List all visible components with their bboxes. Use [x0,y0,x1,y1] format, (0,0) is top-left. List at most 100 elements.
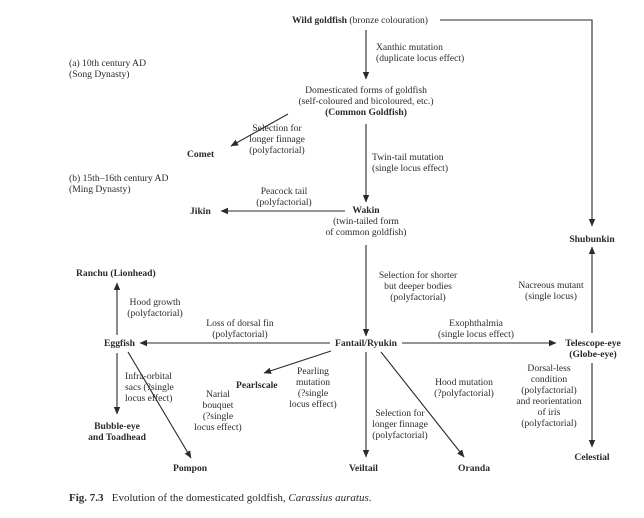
edge-label-comet-finnage-line2: longer finnage [249,134,305,145]
edge-label-dorsal-less-line1: Dorsal-less [527,363,571,374]
edge-label-dorsal-less-line3: (polyfactorial) [521,385,577,396]
edge-label-dorsal-less-line2: condition [530,374,568,385]
edge-label-pearling-line3: (?single [297,388,329,399]
edge-label-shorter-bodies-line3: (polyfactorial) [390,292,446,303]
node-wild-goldfish-name: Wild goldfish [292,15,348,26]
edge-label-narial-bouquet: Narial bouquet (?single locus effect) [183,389,253,433]
edge-label-comet-finnage: Selection for longer finnage (polyfactor… [232,123,322,156]
edge-label-exophthalmia-line1: Exophthalmia [449,318,503,329]
edge-wild-to-shubunkin [440,19,596,227]
edge-label-veiltail-finnage-line3: (polyfactorial) [372,430,428,441]
node-domesticated-line2: (self-coloured and bicoloured, etc.) [298,96,434,107]
edge-label-dorsal-fin-line1: Loss of dorsal fin [206,318,274,329]
edge-label-hood-growth-line1: Hood growth [129,297,181,308]
edge-label-hood-mutation-line2: (?polyfactorial) [434,388,494,399]
node-fantail-ryukin: Fantail/Ryukin [334,338,398,349]
edge-label-infra-orbital-line2: sacs (?single [125,382,174,393]
node-common-goldfish: (Common Goldfish) [325,107,407,118]
edge-label-narial-bouquet-line4: locus effect) [194,422,242,433]
node-bubble-eye: Bubble-eye and Toadhead [77,421,157,443]
edge-fantail-to-oranda [380,351,465,458]
node-bubble-eye-line2: and Toadhead [88,432,146,443]
edge-label-veiltail-finnage: Selection for longer finnage (polyfactor… [360,408,440,441]
node-telescope-eye-line1: Telescope-eye [565,338,621,349]
edge-label-infra-orbital-line1: Infra-orbital [125,371,172,382]
period-song-dynasty: (a) 10th century AD (Song Dynasty) [69,58,146,80]
node-wakin-note2: of common goldfish) [325,227,407,238]
edge-label-dorsal-fin-line2: (polyfactorial) [212,329,268,340]
edge-label-hood-mutation: Hood mutation (?polyfactorial) [424,377,504,399]
edge-label-hood-growth: Hood growth (polyfactorial) [120,297,190,319]
edge-label-dorsal-fin: Loss of dorsal fin (polyfactorial) [185,318,295,340]
node-comet: Comet [187,149,215,160]
edge-label-nacreous-line2: (single locus) [525,291,577,302]
node-pearlscale: Pearlscale [236,380,278,391]
period-song-line2: (Song Dynasty) [69,69,130,80]
figure-caption-end: . [368,492,372,504]
edge-label-xanthic: Xanthic mutation (duplicate locus effect… [376,42,464,64]
edge-label-peacock-tail: Peacock tail (polyfactorial) [244,186,324,208]
node-wild-goldfish: Wild goldfish (bronze colouration) [292,15,428,26]
edge-domesticated-to-comet [230,113,289,147]
figure-caption-label: Fig. 7.3 [69,492,104,504]
node-veiltail: Veiltail [349,463,378,474]
edge-label-hood-mutation-line1: Hood mutation [435,377,493,388]
edge-label-nacreous: Nacreous mutant (single locus) [506,280,596,302]
edge-label-xanthic-line1: Xanthic mutation [376,42,443,53]
node-eggfish: Eggfish [104,338,135,349]
node-pompon: Pompon [173,463,208,474]
edge-label-pearling-line1: Pearling [297,366,329,377]
edge-label-dorsal-less-line4: and reorientation [516,396,582,407]
node-wakin: Wakin (twin-tailed form of common goldfi… [306,205,426,238]
node-wakin-note1: (twin-tailed form [333,216,399,227]
edge-label-veiltail-finnage-line1: Selection for [375,408,425,419]
period-ming-dynasty: (b) 15th–16th century AD (Ming Dynasty) [69,173,168,195]
edge-label-peacock-tail-line2: (polyfactorial) [256,197,312,208]
period-ming-line1: (b) 15th–16th century AD [69,173,169,184]
edge-label-narial-bouquet-line3: (?single [202,411,234,422]
node-bubble-eye-line1: Bubble-eye [94,421,140,432]
node-jikin: Jikin [190,206,211,217]
edge-eggfish-to-pompon [127,351,192,459]
edge-label-hood-growth-line2: (polyfactorial) [127,308,183,319]
edge-label-dorsal-less-line5: of iris [537,407,561,418]
node-telescope-eye-line2: (Globe-eye) [569,349,617,360]
edge-label-dorsal-less-line6: (polyfactorial) [521,418,577,429]
figure-caption: Fig. 7.3 Evolution of the domesticated g… [69,493,372,504]
edge-label-pearling: Pearling mutation (?single locus effect) [283,366,343,410]
edge-label-shorter-bodies-line2: but deeper bodies [384,281,452,292]
node-telescope-eye: Telescope-eye (Globe-eye) [553,338,633,360]
period-ming-line2: (Ming Dynasty) [69,184,131,195]
period-song-line1: (a) 10th century AD [69,58,146,69]
edge-label-pearling-line2: mutation [295,377,331,388]
edge-label-dorsal-less: Dorsal-less condition (polyfactorial) an… [507,363,591,429]
edge-label-pearling-line4: locus effect) [289,399,337,410]
edge-label-nacreous-line1: Nacreous mutant [518,280,584,291]
figure-caption-species: Carassius auratus [288,492,369,504]
edge-fantail-to-pearlscale [263,350,332,374]
edge-label-comet-finnage-line1: Selection for [252,123,302,134]
node-celestial: Celestial [574,452,610,463]
edge-label-twin-tail: Twin-tail mutation (single locus effect) [372,152,448,174]
edge-label-shorter-bodies-line1: Selection for shorter [378,270,458,281]
edge-label-twin-tail-line2: (single locus effect) [372,163,449,174]
node-domesticated-goldfish: Domesticated forms of goldfish (self-col… [266,85,466,118]
figure-caption-text: Evolution of the domesticated goldfish, [111,492,286,504]
edge-label-comet-finnage-line3: (polyfactorial) [249,145,305,156]
node-oranda: Oranda [458,463,490,474]
edge-label-veiltail-finnage-line2: longer finnage [372,419,428,430]
node-wild-goldfish-note: (bronze colouration) [349,15,429,26]
edge-label-shorter-bodies: Selection for shorter but deeper bodies … [363,270,473,303]
edge-label-xanthic-line2: (duplicate locus effect) [376,53,465,64]
edge-label-infra-orbital: Infra-orbital sacs (?single locus effect… [125,371,174,404]
edge-label-exophthalmia: Exophthalmia (single locus effect) [426,318,526,340]
edge-label-peacock-tail-line1: Peacock tail [260,186,308,197]
node-ranchu: Ranchu (Lionhead) [76,268,156,279]
edge-label-narial-bouquet-line2: bouquet [202,400,234,411]
edge-label-twin-tail-line1: Twin-tail mutation [372,152,444,163]
node-shubunkin: Shubunkin [569,234,615,245]
edge-label-exophthalmia-line2: (single locus effect) [437,329,514,340]
node-wakin-name: Wakin [352,205,380,216]
